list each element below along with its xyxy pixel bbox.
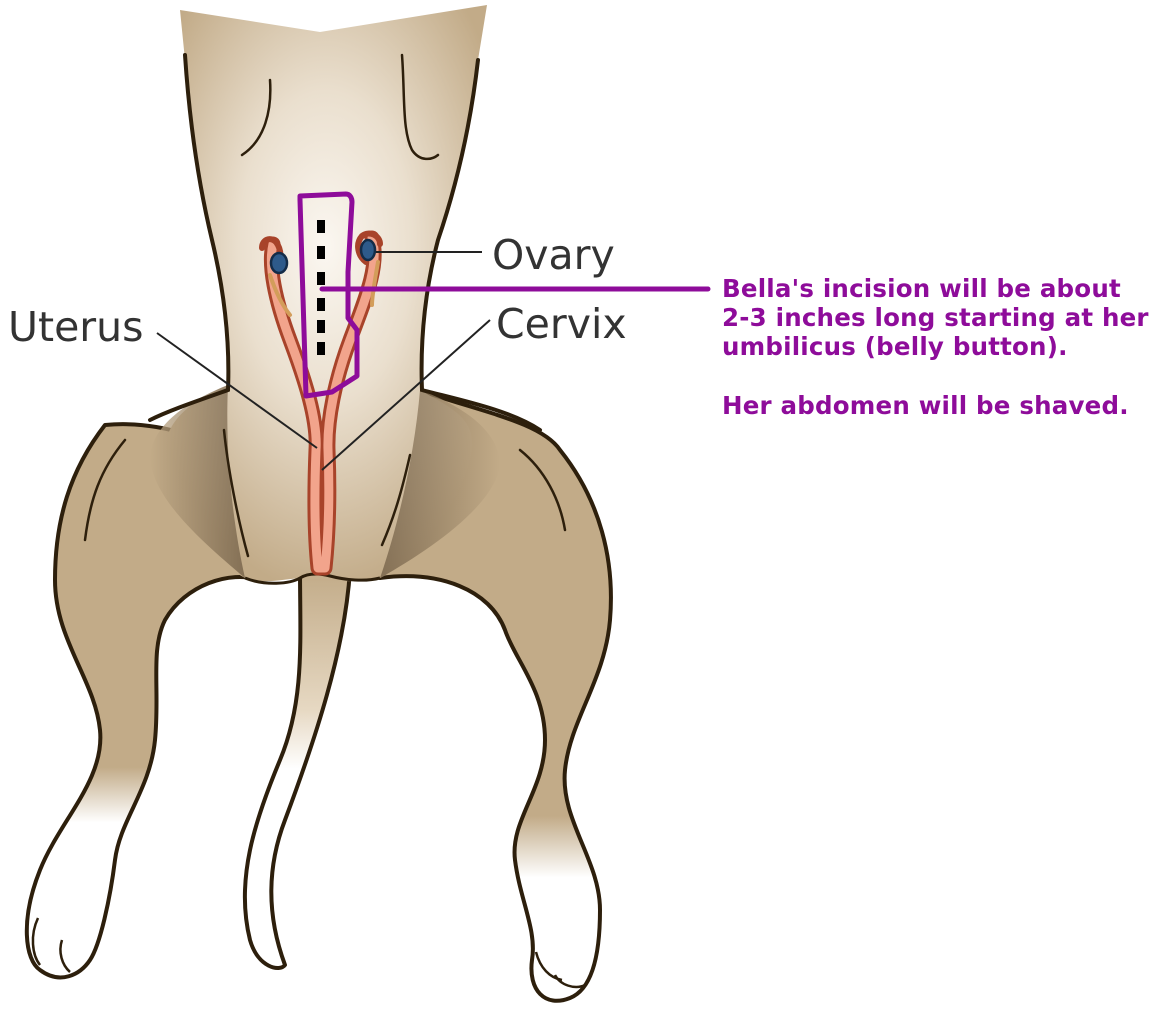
incision-dash	[317, 220, 325, 233]
incision-note-line: 2-3 inches long starting at her	[722, 303, 1174, 332]
ovary-label: Ovary	[492, 231, 615, 279]
incision-dash	[317, 246, 325, 259]
incision-note: Bella's incision will be about 2-3 inche…	[722, 274, 1174, 420]
incision-note-line: Bella's incision will be about	[722, 274, 1174, 303]
incision-dash	[317, 320, 325, 333]
incision-dash	[317, 272, 325, 285]
incision-dash	[317, 342, 325, 355]
shave-note: Her abdomen will be shaved.	[722, 391, 1174, 420]
cervix-label: Cervix	[496, 300, 627, 348]
tail	[245, 570, 350, 968]
incision-dash	[317, 298, 325, 311]
incision-note-line: umbilicus (belly button).	[722, 332, 1174, 361]
ovary-left	[271, 253, 287, 273]
uterus-label: Uterus	[8, 303, 144, 351]
note-spacer	[722, 361, 1174, 391]
ovary-right	[361, 240, 375, 260]
